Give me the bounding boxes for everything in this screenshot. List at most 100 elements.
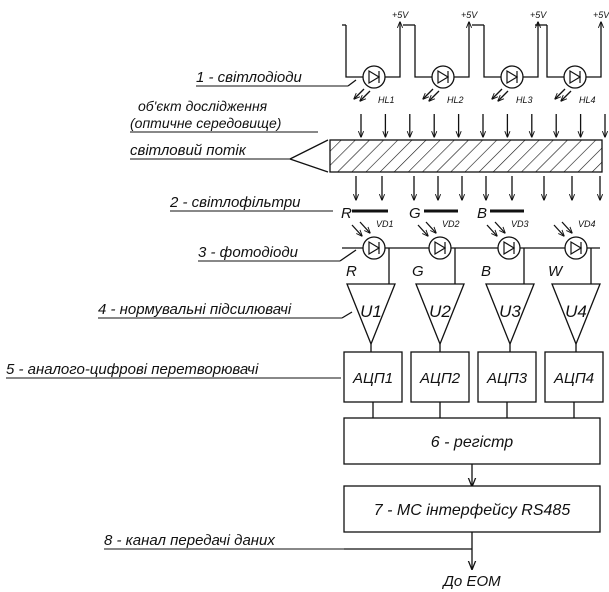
photodiode-1-body	[362, 236, 386, 260]
led-4-body	[563, 65, 587, 89]
register-block	[343, 417, 601, 465]
label-photodiodes: 3 - фотодіоди	[198, 244, 299, 261]
photodiode-1-channel: R	[346, 263, 357, 280]
photodiode-2-light-arrow-1	[417, 224, 428, 236]
photodiode-3-channel: B	[481, 263, 491, 280]
filter-2-label: G	[409, 205, 421, 222]
label-leds: 1 - світлодіоди	[196, 69, 303, 86]
adc-1-label: АЦП1	[352, 370, 393, 387]
photodiode-1-light-arrow-1	[351, 224, 362, 236]
photodiode-1-label: VD1	[376, 219, 394, 229]
label-light-flux-leader-bottom	[289, 158, 329, 173]
amplifier-row: U1 U2 U3 U4	[346, 283, 601, 352]
photodiode-3-label: VD3	[511, 219, 529, 229]
photodiode-2-body	[428, 236, 452, 260]
led-3-emission-arrow-2	[498, 90, 509, 101]
label-amplifiers-leader	[341, 311, 353, 319]
photodiode-3-body	[497, 236, 521, 260]
led-2-emission-arrow-1	[423, 88, 434, 99]
led-1-emission-arrow-1	[354, 88, 365, 99]
led-4-wire-left	[546, 25, 564, 78]
photodiode-3-light-arrow-1	[486, 224, 497, 236]
output-label: До ЕОМ	[441, 573, 501, 590]
label-light-flux: світловий потік	[130, 142, 247, 159]
label-filters: 2 - світлофільтри	[169, 194, 301, 211]
photodiode-4-label: VD4	[578, 219, 596, 229]
led-2-supply-wire	[454, 22, 469, 78]
label-leds-leader	[347, 79, 357, 87]
amplifier-3	[485, 283, 535, 346]
photodiode-4-light-arrow-1	[553, 224, 564, 236]
photodiode-4-light-arrow-2	[561, 221, 572, 233]
led-3-anode	[506, 69, 519, 85]
amplifier-3-label: U3	[499, 302, 521, 321]
photodiode-4-channel: W	[548, 263, 564, 280]
led-2-label: HL2	[447, 95, 464, 105]
led-3-supply-wire	[523, 22, 538, 78]
led-4-anode	[569, 69, 582, 85]
led-3-supply-label: +5V	[530, 10, 547, 20]
adc-2	[410, 351, 470, 403]
light-arrows	[356, 114, 605, 200]
photodiode-3-light-arrow-2	[494, 221, 505, 233]
led-4-emission-arrow-2	[561, 90, 572, 101]
adc-3	[477, 351, 537, 403]
adc-2-label: АЦП2	[419, 370, 461, 387]
label-object-line2: (оптичне середовище)	[130, 115, 281, 131]
photodiode-2-anode	[434, 240, 447, 256]
led-1-label: HL1	[378, 95, 395, 105]
led-4-emission-arrow-1	[555, 88, 566, 99]
adc-4-label: АЦП4	[553, 370, 594, 387]
photodiode-4-anode	[570, 240, 583, 256]
amplifier-2	[415, 283, 465, 346]
amplifier-1	[346, 283, 396, 346]
led-2-emission-arrow-2	[429, 90, 440, 101]
led-1-emission-arrow-2	[360, 90, 371, 101]
photodiode-1-anode	[368, 240, 381, 256]
label-amplifiers: 4 - нормувальні підсилювачі	[98, 301, 292, 318]
photodiode-4-body	[564, 236, 588, 260]
amplifier-1-label: U1	[360, 302, 382, 321]
adc-1	[343, 351, 403, 403]
interface-block	[343, 485, 601, 533]
led-3-label: HL3	[516, 95, 533, 105]
led-3-wire-left	[483, 25, 501, 78]
led-2-supply-label: +5V	[461, 10, 478, 20]
led-3-body	[500, 65, 524, 89]
label-adc: 5 - аналого-цифрові перетворювачі	[6, 361, 259, 378]
led-1-wire-left	[345, 25, 363, 78]
led-4-supply-wire	[586, 22, 601, 78]
light-flux-block	[329, 139, 603, 173]
led-row: +5V HL1 +5V HL2 +5V HL3 +5V HL4	[342, 10, 609, 105]
led-3-emission-arrow-1	[492, 88, 503, 99]
photodiode-2-label: VD2	[442, 219, 460, 229]
photodiode-1-light-arrow-2	[359, 221, 370, 233]
filter-1-label: R	[341, 205, 352, 222]
label-light-flux-leader-top	[289, 139, 329, 160]
adc-3-label: АЦП3	[486, 370, 528, 387]
led-1-body	[362, 65, 386, 89]
interface-label: 7 - МС інтерфейсу RS485	[374, 502, 571, 519]
amplifier-4-label: U4	[565, 302, 587, 321]
label-object-line1: об'єкт дослідження	[138, 98, 268, 114]
led-1-supply-wire	[385, 22, 400, 78]
led-2-body	[431, 65, 455, 89]
photodiode-3-anode	[503, 240, 516, 256]
amplifier-2-label: U2	[429, 302, 451, 321]
led-4-label: HL4	[579, 95, 596, 105]
photodiode-2-channel: G	[412, 263, 424, 280]
led-2-anode	[437, 69, 450, 85]
photodiode-2-light-arrow-2	[425, 221, 436, 233]
led-4-supply-label: +5V	[593, 10, 609, 20]
label-channel: 8 - канал передачі даних	[104, 532, 275, 549]
led-2-wire-left	[414, 25, 432, 78]
label-photodiodes-leader	[339, 249, 357, 262]
adc-4	[544, 351, 604, 403]
amplifier-4	[551, 283, 601, 346]
filter-3-label: B	[477, 205, 487, 222]
led-1-supply-label: +5V	[392, 10, 409, 20]
register-label: 6 - регістр	[431, 434, 514, 451]
